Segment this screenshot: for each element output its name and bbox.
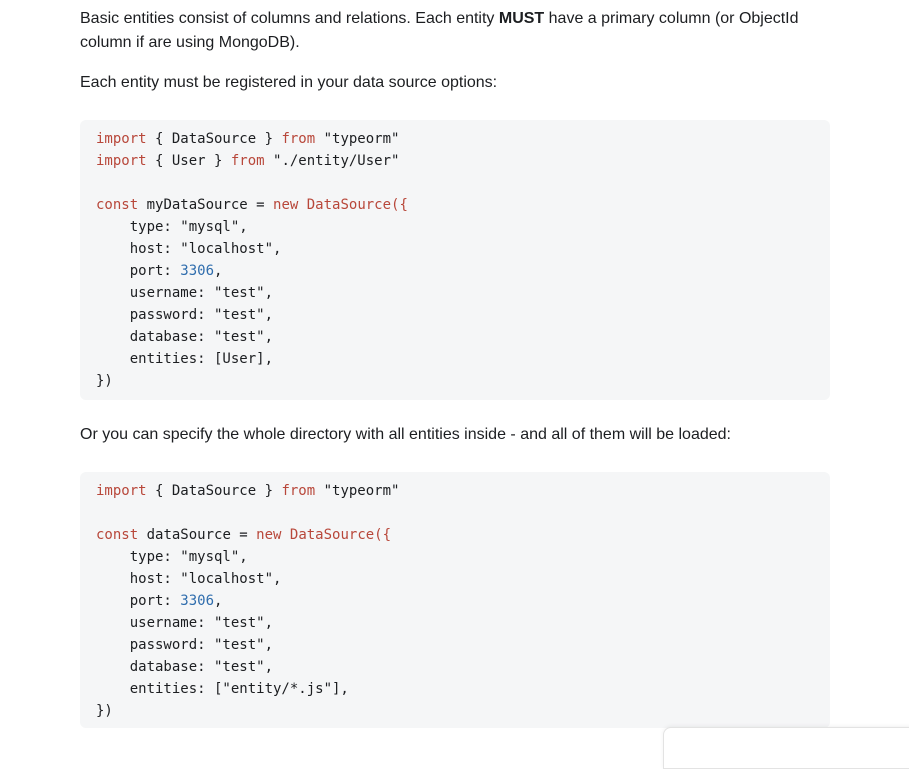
code-line: import { DataSource } from "typeorm" (96, 131, 400, 147)
code-line: host: "localhost", (96, 571, 282, 587)
floating-panel-edge[interactable] (663, 727, 909, 769)
code-line: database: "test", (96, 329, 274, 345)
code-line: username: "test", (96, 285, 274, 301)
code-line: host: "localhost", (96, 241, 282, 257)
code-line: password: "test", (96, 307, 274, 323)
code-line: port: 3306, (96, 263, 223, 279)
code-line: port: 3306, (96, 593, 223, 609)
code-line: }) (96, 703, 113, 719)
code-line: entities: ["entity/*.js"], (96, 681, 349, 697)
code-line-blank (96, 172, 814, 194)
code-line: password: "test", (96, 637, 274, 653)
intro-paragraph: Basic entities consist of columns and re… (80, 7, 820, 55)
intro-text-before: Basic entities consist of columns and re… (80, 10, 499, 27)
directory-paragraph: Or you can specify the whole directory w… (80, 426, 731, 443)
code-line: entities: [User], (96, 351, 274, 367)
code-line: }) (96, 373, 113, 389)
register-paragraph: Each entity must be registered in your d… (80, 74, 498, 91)
code-line: import { User } from "./entity/User" (96, 153, 400, 169)
code-line: type: "mysql", (96, 549, 248, 565)
code-line: const myDataSource = new DataSource({ (96, 197, 408, 213)
code-line: const dataSource = new DataSource({ (96, 527, 392, 543)
intro-text-after: have a primary column (or ObjectId colum… (80, 10, 799, 51)
code-line: username: "test", (96, 615, 274, 631)
code-line: import { DataSource } from "typeorm" (96, 483, 400, 499)
code-line-blank (96, 502, 814, 524)
code-line: database: "test", (96, 659, 274, 675)
code-line: type: "mysql", (96, 219, 248, 235)
code-block-explicit-entities[interactable]: import { DataSource } from "typeorm" impo… (80, 120, 830, 400)
intro-bold-must: MUST (498, 10, 545, 27)
code-block-directory-entities[interactable]: import { DataSource } from "typeorm" con… (80, 472, 830, 728)
